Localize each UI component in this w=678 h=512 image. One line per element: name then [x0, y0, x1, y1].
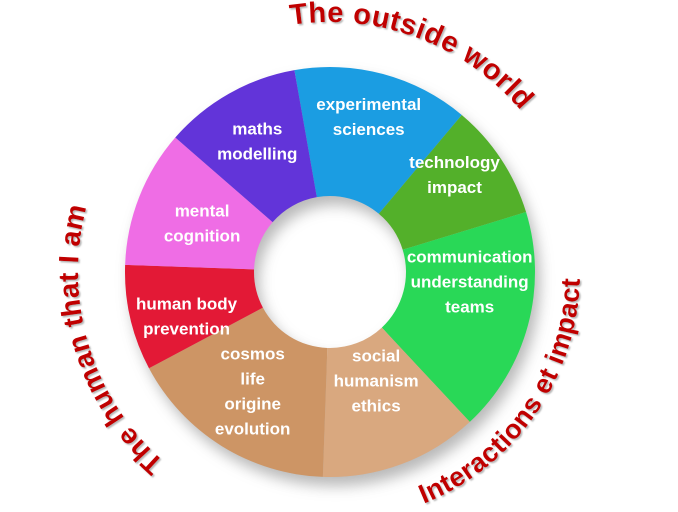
- segment-technology-impact: [378, 114, 527, 250]
- segment-experimental-sciences: [294, 66, 462, 214]
- segment-mental-cognition: [125, 137, 273, 270]
- donut-segments: [124, 66, 535, 478]
- segment-cosmos-life-origine-evolution: [149, 307, 328, 477]
- segment-human-body-prevention: [124, 264, 263, 369]
- segment-social-humanism-ethics: [322, 327, 470, 478]
- segment-communication-understanding-teams: [381, 212, 535, 422]
- segment-maths-modelling: [175, 70, 317, 223]
